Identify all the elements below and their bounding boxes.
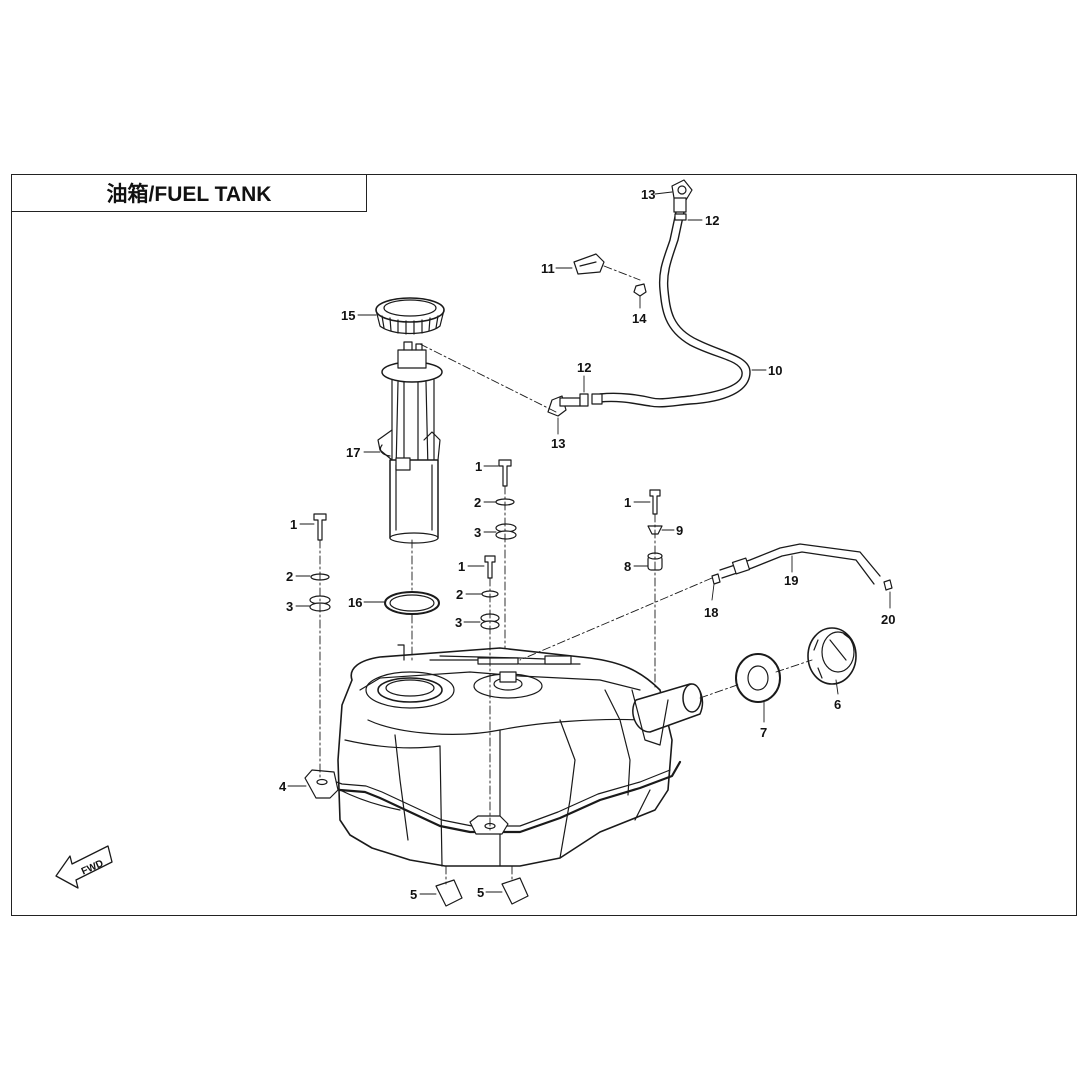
vent-hose-19 <box>711 543 893 591</box>
callout-9: 9 <box>676 523 683 538</box>
callout-3: 3 <box>286 599 293 614</box>
callout-13: 13 <box>641 187 655 202</box>
callout-3: 3 <box>455 615 462 630</box>
callout-15: 15 <box>341 308 355 323</box>
callout-11: 11 <box>541 261 555 276</box>
fwd-arrow-icon: FWD <box>55 845 113 889</box>
drawing-frame <box>11 174 1077 916</box>
fuel-tank <box>304 644 704 867</box>
callout-1: 1 <box>290 517 297 532</box>
callout-14: 14 <box>632 311 647 326</box>
callout-labels: 13 12 11 14 15 12 10 13 17 1 2 3 1 2 3 1… <box>279 187 895 902</box>
callout-12: 12 <box>577 360 591 375</box>
callout-1: 1 <box>475 459 482 474</box>
title-box: 油箱/FUEL TANK <box>11 174 367 212</box>
callout-2: 2 <box>474 495 481 510</box>
callout-7: 7 <box>760 725 767 740</box>
fuel-hose-10 <box>547 179 751 417</box>
fuel-pump-assembly <box>375 297 445 615</box>
callout-16: 16 <box>348 595 362 610</box>
callout-1: 1 <box>624 495 631 510</box>
callout-20: 20 <box>881 612 895 627</box>
callout-8: 8 <box>624 559 631 574</box>
callout-2: 2 <box>456 587 463 602</box>
fuel-cap-6 <box>807 627 857 685</box>
callout-12: 12 <box>705 213 719 228</box>
callout-10: 10 <box>768 363 782 378</box>
callout-leaders <box>287 191 891 895</box>
callout-2: 2 <box>286 569 293 584</box>
callout-3: 3 <box>474 525 481 540</box>
assembly-lines <box>319 265 813 885</box>
callout-19: 19 <box>784 573 798 588</box>
callout-17: 17 <box>346 445 360 460</box>
callout-5: 5 <box>410 887 417 902</box>
callout-4: 4 <box>279 779 287 794</box>
callout-13: 13 <box>551 436 565 451</box>
callout-1: 1 <box>458 559 465 574</box>
fasteners <box>309 459 663 907</box>
filler-gasket-7 <box>735 653 781 703</box>
page-title: 油箱/FUEL TANK <box>106 183 272 206</box>
callout-6: 6 <box>834 697 841 712</box>
callout-5: 5 <box>477 885 484 900</box>
callout-18: 18 <box>704 605 718 620</box>
